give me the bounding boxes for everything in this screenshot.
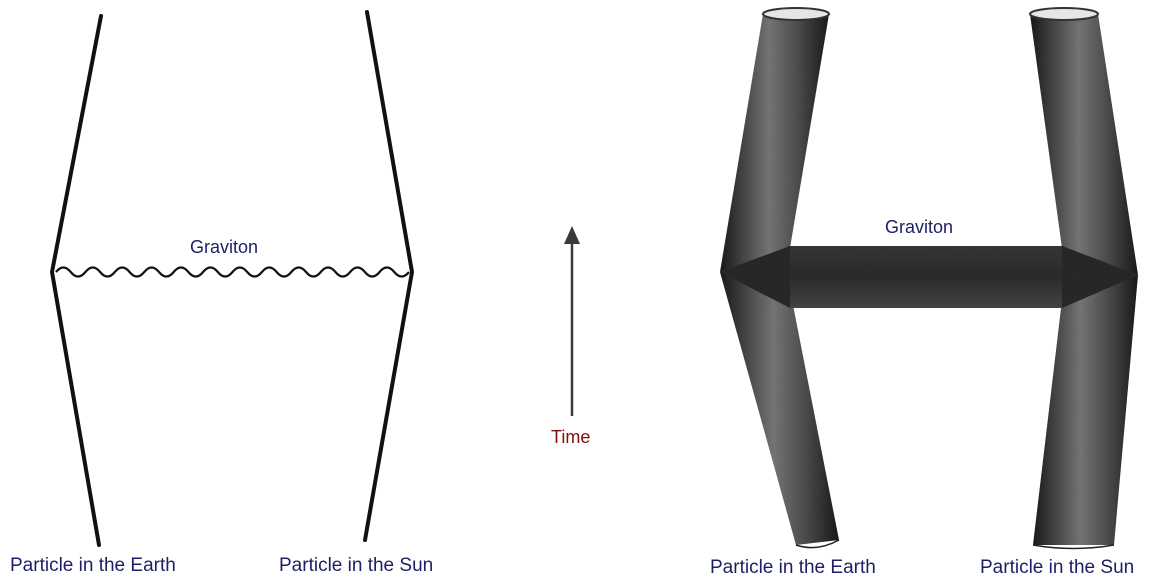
time-arrow: [564, 226, 580, 416]
time-label: Time: [551, 427, 591, 447]
time-arrow-head: [564, 226, 580, 244]
string-sun-label: Particle in the Sun: [980, 557, 1135, 578]
graviton-tube: [788, 246, 1064, 308]
graviton-wavy-line: [55, 266, 410, 278]
sun-tube-bottom-rim: [1032, 544, 1115, 550]
earth-tube-upper: [720, 14, 829, 272]
tube-openings: [762, 7, 1115, 550]
sun-tube-upper: [1030, 14, 1138, 275]
feynman-earth-label: Particle in the Earth: [10, 555, 176, 576]
feynman-sun-label: Particle in the Sun: [279, 555, 434, 576]
sun-particle-worldline: [363, 10, 414, 542]
feynman-graviton-label: Graviton: [190, 237, 259, 257]
string-graviton-label: Graviton: [885, 217, 954, 237]
feynman-diagram: [50, 10, 414, 547]
string-earth-label: Particle in the Earth: [710, 557, 876, 578]
earth-particle-worldline: [50, 14, 103, 547]
sun-tube-joint: [1062, 246, 1138, 308]
sun-tube-opening: [1029, 7, 1099, 21]
earth-tube-lower: [720, 272, 839, 545]
earth-tube-joint: [720, 246, 790, 308]
earth-tube-opening: [762, 7, 830, 21]
string-diagram: [720, 14, 1138, 545]
earth-tube-bottom-rim: [795, 539, 840, 549]
sun-tube-lower: [1033, 275, 1138, 545]
